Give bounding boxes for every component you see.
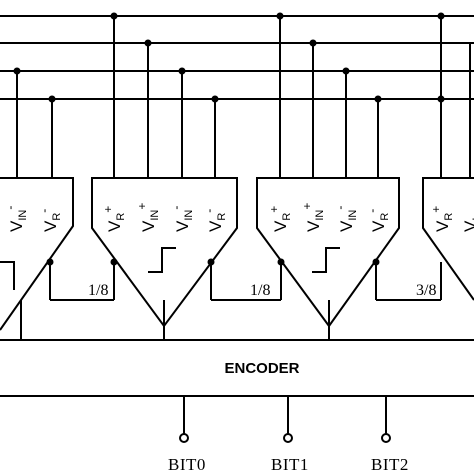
comparator-0: VIN- VR- [0,177,74,331]
output-pins: BIT0 BIT1 BIT2 [168,396,409,474]
pin-label-group: VIN- VR- [3,206,63,232]
encoder-label: ENCODER [224,360,299,377]
junction-dot [13,67,21,75]
junction-dot [46,258,54,266]
encoder-block: ENCODER [0,339,474,397]
pin-label: VI [461,218,474,232]
pin-label-group: VR+ VIN+ VIN- VR- [267,203,391,232]
comparator-1: 1/8 VR+ VIN+ VIN- VR- [88,177,238,328]
pin-label: VR- [37,209,63,232]
junction-dot [207,258,215,266]
junction-dot [110,12,118,20]
pin-label: VR- [365,209,391,232]
output-pin-label: BIT1 [271,455,309,474]
step-symbol [148,247,176,273]
encoder-box [0,339,474,397]
pin-label: VIN+ [300,203,326,232]
output-pin-terminal [283,433,293,443]
junction-dot [309,39,317,47]
junction-dot [48,95,56,103]
junction-dot [437,95,445,103]
pin-label: VR+ [267,206,293,232]
comparator-3: 3/8 VR+ VI [416,177,474,301]
output-pin-bit0: BIT0 [168,396,206,474]
pin-label: VR- [202,209,228,232]
junction-dot [372,258,380,266]
junction-dot [277,258,285,266]
pin-label-group: VR+ VIN+ VIN- VR- [101,203,228,232]
comparator-body [422,177,474,301]
junction-dot [211,95,219,103]
pin-label: VR+ [101,206,127,232]
output-pin-bit2: BIT2 [371,396,409,474]
comparator-2: 1/8 VR+ VIN+ VIN- VR- [250,177,400,328]
comparator-body [0,177,74,331]
ratio-label: 3/8 [416,282,436,299]
comparator-body [256,177,400,328]
pin-label: VIN- [169,206,195,232]
pin-label: VIN- [3,206,29,232]
junction-dot [178,67,186,75]
junction-dot [437,12,445,20]
step-symbol [0,261,15,290]
output-pin-terminal [179,433,189,443]
encoder-input-wires [20,299,441,340]
bus-lines [0,15,474,100]
junction-dot [342,67,350,75]
pin-label: VIN+ [135,203,161,232]
junction-dots [13,12,445,103]
junction-dot [374,95,382,103]
pin-wires [16,16,471,178]
output-pin-terminal [381,433,391,443]
ratio-label: 1/8 [250,282,270,299]
comparator-body [91,177,238,328]
ratio-label: 1/8 [88,282,108,299]
junction-dot [276,12,284,20]
output-pin-label: BIT2 [371,455,409,474]
output-pin-label: BIT0 [168,455,206,474]
pin-label-group: VR+ VI [429,206,474,232]
pin-label: VIN- [333,206,359,232]
junction-dot [144,39,152,47]
junction-dot [110,258,118,266]
output-pin-bit1: BIT1 [271,396,309,474]
pin-label: VR+ [429,206,455,232]
step-symbol [312,247,340,273]
